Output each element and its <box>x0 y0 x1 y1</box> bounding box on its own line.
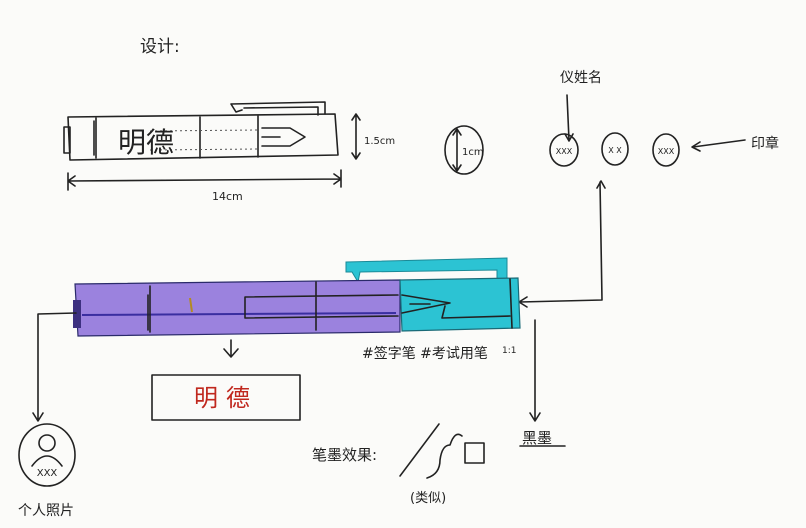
end-cap <box>73 300 81 328</box>
photo-connector <box>32 312 77 422</box>
top-engraving: 明德 <box>118 126 174 159</box>
end-cap <box>63 126 71 154</box>
seal-circle-2: X X <box>601 132 629 166</box>
heading: 设计: <box>140 37 180 57</box>
arrow-icon <box>691 139 746 152</box>
top-pen-outline: 明德 <box>63 101 339 161</box>
height-dimension: 1.5cm <box>351 113 395 160</box>
person-icon <box>38 434 56 452</box>
stroke-sample-line <box>399 423 440 477</box>
svg-text:X X: X X <box>608 146 622 155</box>
scale-label: 1:1 <box>502 346 516 356</box>
stroke-sample-square <box>464 442 485 464</box>
length-dimension: 14cm <box>67 169 342 203</box>
pen-body <box>74 279 401 337</box>
seal-label: 印章 <box>751 135 779 152</box>
arrow-down-icon <box>223 339 239 358</box>
photo-avatar: XXX <box>18 423 76 487</box>
seal-circle-1: XXX <box>549 133 579 167</box>
svg-text:14cm: 14cm <box>212 190 243 203</box>
colored-pen <box>73 257 521 337</box>
engraving-preview-text: 明德 <box>194 384 258 412</box>
ink-effect-label: 笔墨效果: <box>312 446 377 464</box>
svg-text:XXX: XXX <box>556 147 573 156</box>
stroke-sample-curve <box>426 433 463 479</box>
ink-label: 黑墨 <box>522 429 552 447</box>
svg-text:1.5cm: 1.5cm <box>364 136 395 147</box>
diameter-circle: 1cm <box>444 125 484 175</box>
engraving-preview-box <box>151 374 301 421</box>
photo-label: 个人照片 <box>18 503 74 519</box>
ink-connector <box>529 319 541 422</box>
connector-line <box>518 180 606 308</box>
name-label: 仪姓名 <box>560 70 602 86</box>
pen-cap <box>399 277 521 332</box>
pen-tags: #签字笔 #考试用笔 <box>362 345 488 362</box>
svg-text:1cm: 1cm <box>462 147 484 158</box>
nib-icon <box>261 127 306 147</box>
ink-effect-note: (类似) <box>410 491 446 506</box>
svg-text:XXX: XXX <box>658 147 675 156</box>
seal-circle-3: XXX <box>652 133 680 167</box>
svg-text:XXX: XXX <box>37 468 58 479</box>
